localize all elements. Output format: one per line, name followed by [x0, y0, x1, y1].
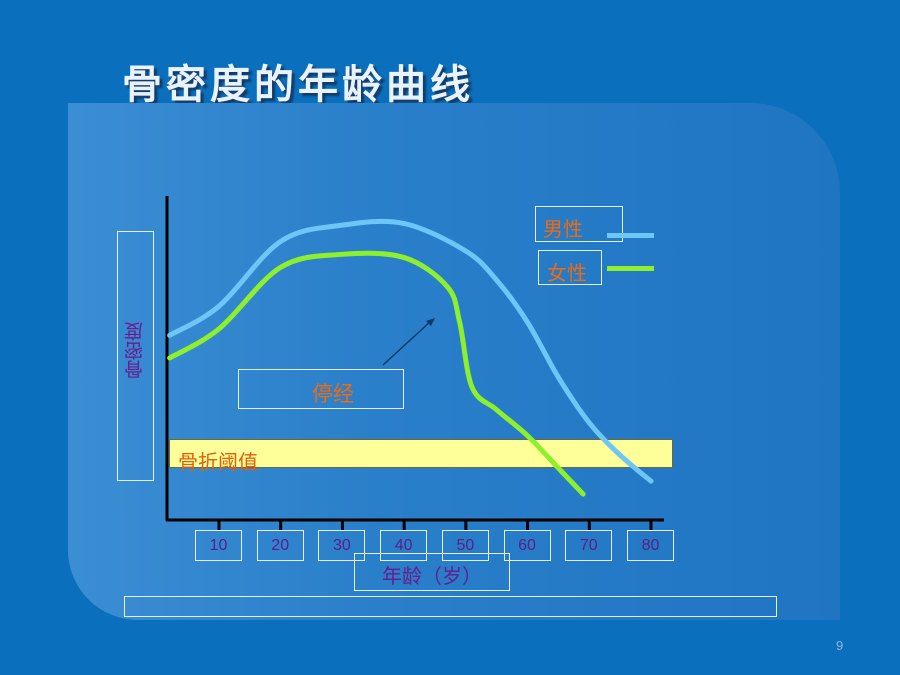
x-tick-label: 70	[565, 530, 613, 561]
fracture-threshold-band	[169, 439, 673, 469]
x-tick-label: 80	[627, 530, 674, 561]
legend-male-swatch	[607, 233, 654, 238]
x-tick-label: 60	[503, 530, 551, 561]
legend-female-swatch	[607, 266, 654, 271]
x-tick-label: 10	[195, 530, 242, 561]
legend-female-label: 女性	[547, 261, 587, 285]
series-line-female	[167, 250, 586, 497]
x-tick-label: 30	[318, 530, 366, 561]
y-axis-label-box	[117, 231, 154, 481]
x-tick-marks	[217, 520, 653, 530]
x-tick-label: 50	[441, 530, 489, 561]
empty-caption-box	[124, 596, 777, 617]
menopause-label: 停经	[312, 382, 354, 406]
x-tick-label: 20	[256, 530, 304, 561]
chart-panel	[68, 103, 840, 620]
page-number: 9	[836, 638, 844, 653]
fracture-threshold-label: 骨折阈值	[178, 450, 258, 474]
legend-male-box	[535, 206, 623, 242]
series-layer	[167, 218, 654, 497]
slide-title: 骨密度的年龄曲线	[122, 62, 474, 108]
legend-female-box	[538, 250, 602, 285]
menopause-label-box	[238, 369, 404, 409]
x-axis-label: 年龄（岁）	[382, 564, 482, 588]
menopause-arrow-head	[426, 318, 435, 326]
series-line-male	[167, 218, 654, 484]
legend-male-label: 男性	[543, 217, 583, 241]
menopause-arrow	[382, 320, 432, 366]
x-axis-label-box	[354, 553, 510, 591]
x-tick-label: 40	[380, 530, 428, 561]
